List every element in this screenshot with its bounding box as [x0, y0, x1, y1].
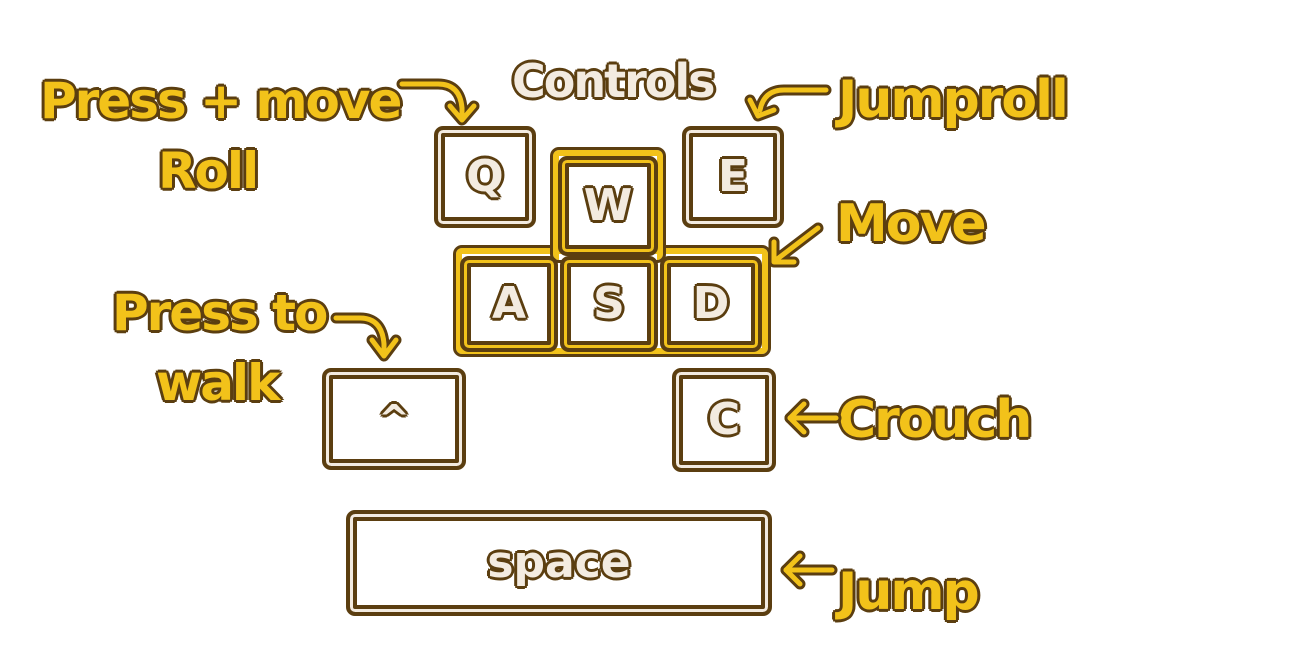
walk-label-line1: Press to [112, 284, 328, 342]
caret-key-label: ^ [378, 397, 410, 441]
walk-label-line2: walk [156, 354, 280, 412]
arrow-to-c-icon [784, 398, 842, 438]
crouch-label: Crouch [838, 390, 1032, 450]
s-key-label: S [593, 278, 625, 329]
roll-label-line2: Roll [158, 142, 259, 200]
arrow-to-e-icon [744, 84, 832, 122]
arrow-to-q-icon [396, 78, 480, 126]
caret-key[interactable]: ^ [322, 368, 466, 470]
c-key-label: C [707, 394, 741, 445]
q-key-label: Q [466, 151, 504, 202]
controls-title: Controls [512, 54, 716, 108]
jump-label: Jump [838, 562, 980, 622]
s-key[interactable]: S [560, 256, 658, 352]
w-key[interactable]: W [558, 156, 658, 256]
space-key[interactable]: space [346, 510, 772, 616]
d-key-label: D [692, 278, 730, 329]
arrow-to-d-icon [768, 222, 824, 268]
w-highlight-frame [550, 147, 666, 263]
d-key[interactable]: D [660, 256, 762, 352]
arrow-to-space-icon [780, 550, 838, 590]
w-key-label: W [583, 180, 633, 231]
jumproll-label: Jumproll [838, 70, 1069, 130]
q-key[interactable]: Q [434, 126, 536, 228]
roll-label-line1: Press + move [40, 72, 402, 130]
e-key[interactable]: E [682, 126, 784, 228]
a-key-label: A [491, 278, 527, 329]
arrow-to-caret-icon [330, 312, 402, 362]
a-key[interactable]: A [460, 256, 558, 352]
c-key[interactable]: C [672, 368, 776, 472]
space-key-label: space [487, 537, 631, 588]
e-key-label: E [717, 151, 749, 202]
move-label: Move [836, 194, 987, 254]
